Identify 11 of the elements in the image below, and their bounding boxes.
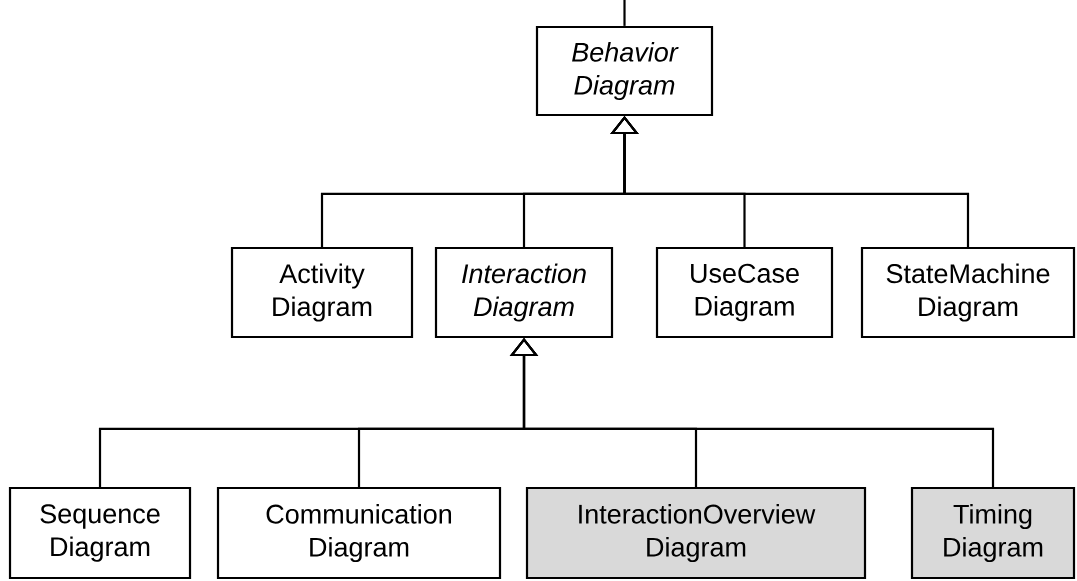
- class-box: Sequence Diagram: [8, 486, 192, 580]
- class-box: Activity Diagram: [230, 246, 414, 339]
- class-box: Communication Diagram: [216, 486, 502, 580]
- class-box: Behavior Diagram: [535, 25, 714, 117]
- class-box: StateMachine Diagram: [860, 246, 1076, 339]
- generalization-arrow: [610, 116, 970, 247]
- class-box: Timing Diagram: [910, 486, 1076, 580]
- class-box: Interaction Diagram: [434, 246, 614, 339]
- class-box: InteractionOverview Diagram: [525, 486, 867, 580]
- generalization-arrow: [509, 338, 995, 487]
- class-box: UseCase Diagram: [655, 246, 834, 339]
